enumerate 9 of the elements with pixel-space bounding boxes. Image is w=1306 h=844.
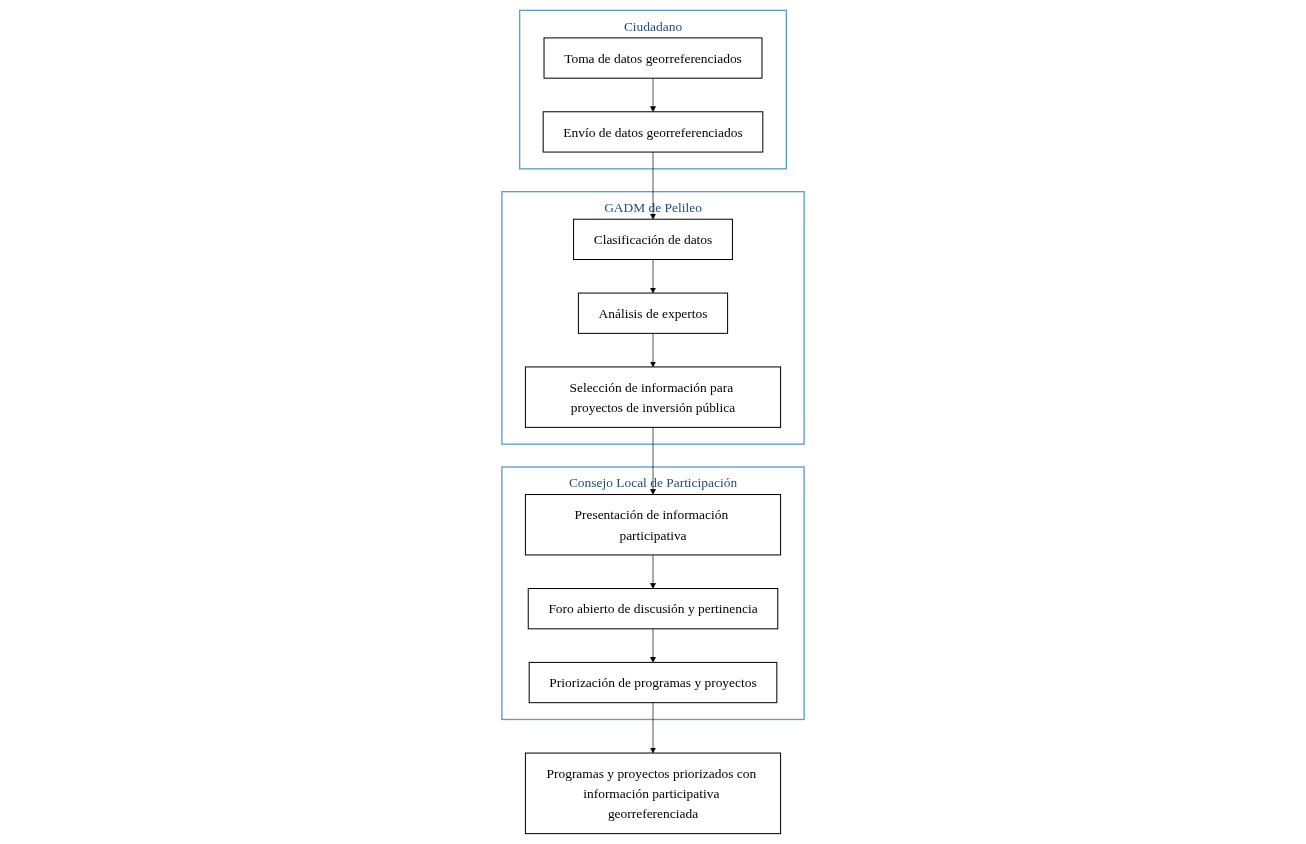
node-box: Programas y proyectos priorizados con información participativa georreferenciada xyxy=(524,752,782,835)
node-box: Clasificación de datos xyxy=(573,218,733,260)
node-box: Priorización de programas y proyectos xyxy=(528,661,778,704)
node-box: Envío de datos georreferenciados xyxy=(542,111,764,153)
node-box: Toma de datos georreferenciados xyxy=(543,37,763,79)
node-box: Selección de información para proyectos de inversión pública xyxy=(524,366,782,428)
node-box: Análisis de expertos xyxy=(577,292,729,334)
node-box: Foro abierto de discusión y pertinencia xyxy=(527,588,779,630)
node-box: Presentación de información participativa xyxy=(524,494,782,556)
